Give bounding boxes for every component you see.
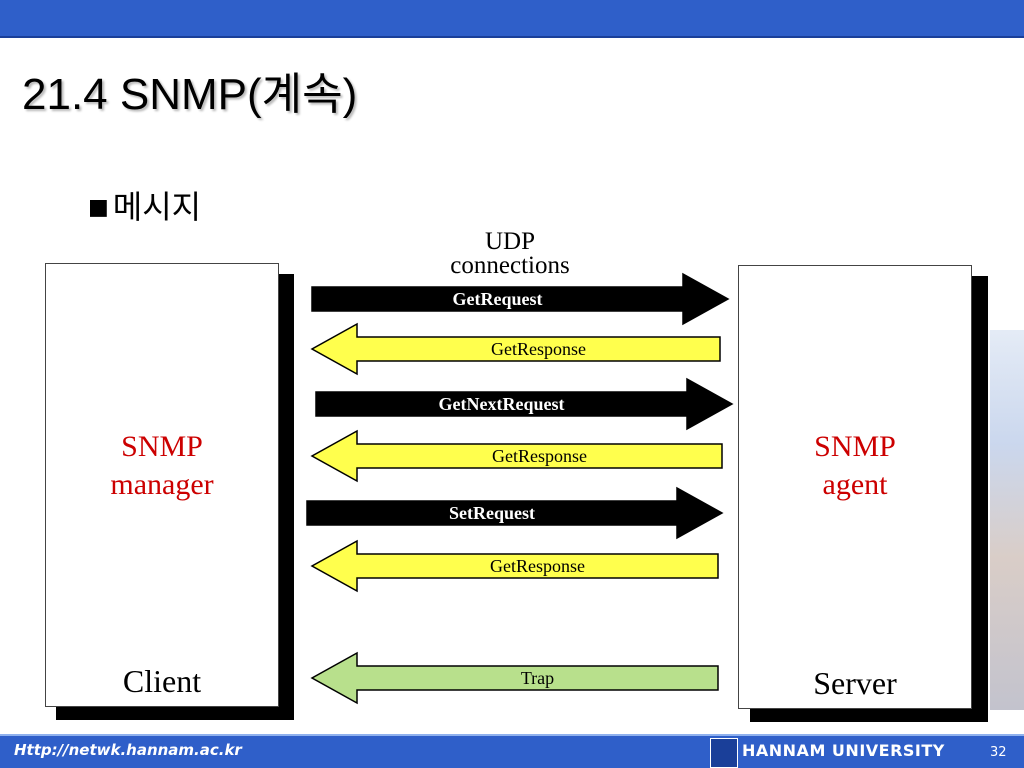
- arrow-getresponse-6: [310, 539, 719, 593]
- manager-box: SNMP manager Client: [45, 263, 279, 707]
- manager-footer-client: Client: [122, 663, 202, 699]
- bottom-divider: [0, 734, 1024, 736]
- arrow-setrequest-5: [306, 486, 724, 540]
- arrow-getresponse-4: [310, 429, 723, 483]
- arrow-label-7: Trap: [521, 668, 554, 688]
- bullet-item: ■메시지: [88, 182, 201, 228]
- udp-label-line2: connections: [450, 252, 570, 279]
- manager-label-line2: manager: [110, 468, 214, 501]
- arrow-label-2: GetResponse: [491, 339, 586, 359]
- agent-label: SNMP agent: [739, 428, 971, 504]
- arrow-getnextrequest-3: [315, 377, 734, 431]
- udp-connections-label: UDP connections: [410, 228, 610, 279]
- agent-label-line2: agent: [822, 468, 888, 501]
- arrow-label-5: SetRequest: [449, 503, 535, 523]
- arrow-label-4: GetResponse: [492, 446, 587, 466]
- bullet-text: 메시지: [112, 188, 202, 226]
- background-photo-strip: [990, 330, 1024, 710]
- bottom-band: [0, 736, 1024, 768]
- arrow-label-1: GetRequest: [453, 289, 543, 309]
- footer-university-name: HANNAM UNIVERSITY: [742, 741, 945, 760]
- agent-box: SNMP agent Server: [738, 265, 972, 709]
- top-divider: [0, 36, 1024, 38]
- agent-label-line1: SNMP: [814, 430, 896, 463]
- udp-label-line1: UDP: [484, 228, 535, 255]
- manager-label-line1: SNMP: [121, 430, 203, 463]
- manager-label: SNMP manager: [46, 428, 278, 504]
- arrow-label-3: GetNextRequest: [439, 394, 565, 414]
- arrow-getresponse-2: [310, 322, 721, 376]
- arrow-label-6: GetResponse: [490, 556, 585, 576]
- agent-footer-server: Server: [813, 665, 897, 701]
- bullet-square-icon: ■: [88, 195, 109, 220]
- page-number: 32: [990, 745, 1007, 760]
- footer-url: Http://netwk.hannam.ac.kr: [14, 741, 242, 759]
- top-band: [0, 0, 1024, 36]
- arrow-trap-7: [310, 651, 719, 705]
- arrow-getrequest-1: [311, 272, 730, 326]
- slide-title: 21.4 SNMP(계속): [22, 70, 358, 119]
- university-logo-icon: [710, 738, 738, 768]
